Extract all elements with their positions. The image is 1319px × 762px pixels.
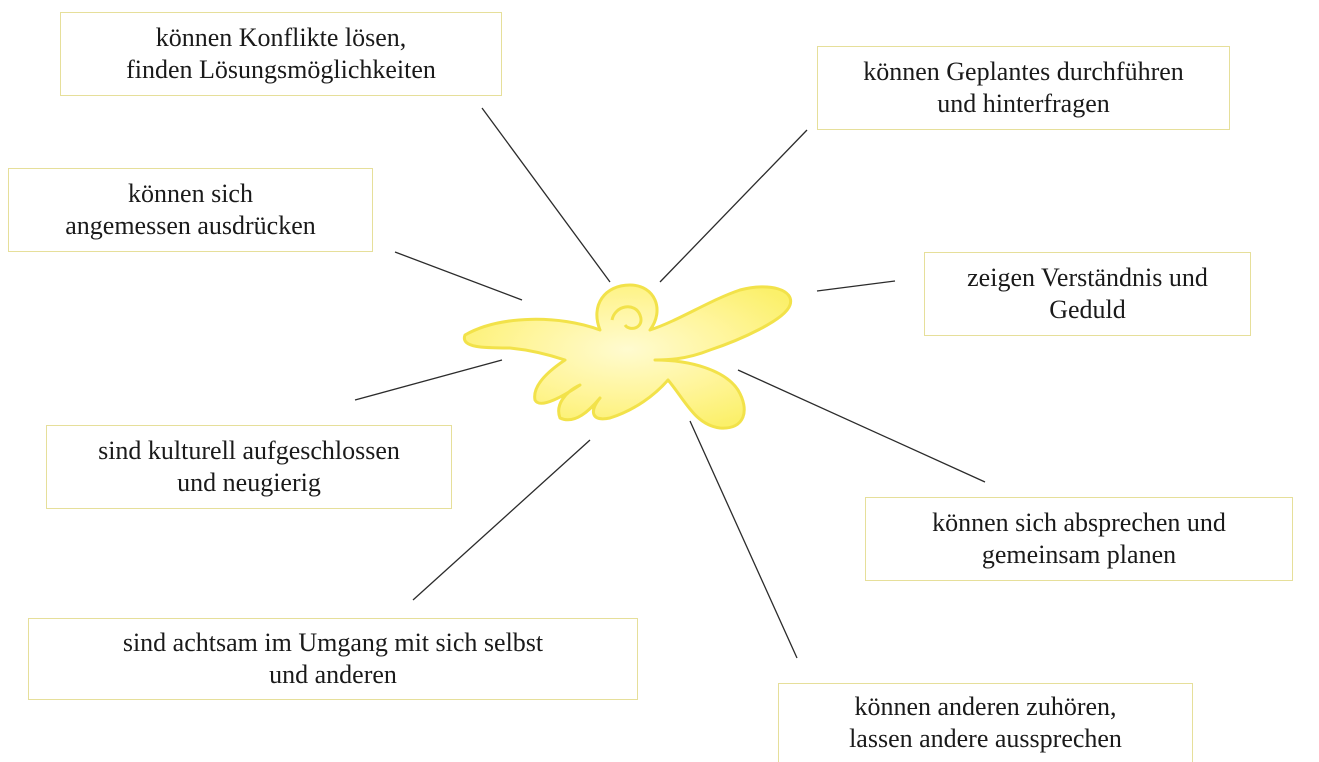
item-absprechen: können sich absprechen und gemeinsam pla…: [865, 497, 1293, 581]
item-ausdruecken: können sich angemessen ausdrücken: [8, 168, 373, 252]
connector-line-konflikte: [482, 108, 610, 282]
item-geplantes: können Geplantes durchführen und hinterf…: [817, 46, 1230, 130]
item-absprechen-line-2: gemeinsam planen: [982, 539, 1176, 571]
item-verstaendnis-line-1: zeigen Verständnis und: [967, 262, 1208, 294]
connector-line-verstaendnis: [817, 281, 895, 291]
item-konflikte-line-1: können Konflikte lösen,: [156, 22, 407, 54]
item-achtsam: sind achtsam im Umgang mit sich selbst u…: [28, 618, 638, 700]
item-achtsam-line-1: sind achtsam im Umgang mit sich selbst: [123, 627, 543, 659]
item-kulturell-line-1: sind kulturell aufgeschlossen: [98, 435, 400, 467]
item-verstaendnis: zeigen Verständnis und Geduld: [924, 252, 1251, 336]
item-geplantes-line-2: und hinterfragen: [937, 88, 1110, 120]
item-zuhoeren-line-2: lassen andere aussprechen: [849, 723, 1122, 755]
item-achtsam-line-2: und anderen: [269, 659, 397, 691]
item-ausdruecken-line-2: angemessen ausdrücken: [65, 210, 316, 242]
item-zuhoeren: können anderen zuhören, lassen andere au…: [778, 683, 1193, 762]
item-zuhoeren-line-1: können anderen zuhören,: [854, 691, 1116, 723]
item-kulturell-line-2: und neugierig: [177, 467, 321, 499]
item-konflikte-line-2: finden Lösungsmöglichkeiten: [126, 54, 436, 86]
item-absprechen-line-1: können sich absprechen und: [932, 507, 1226, 539]
item-verstaendnis-line-2: Geduld: [1049, 294, 1126, 326]
item-kulturell: sind kulturell aufgeschlossen und neugie…: [46, 425, 452, 509]
flower-blob-icon: [440, 260, 820, 450]
item-ausdruecken-line-1: können sich: [128, 178, 253, 210]
item-konflikte: können Konflikte lösen, finden Lösungsmö…: [60, 12, 502, 96]
item-geplantes-line-1: können Geplantes durchführen: [863, 56, 1184, 88]
connector-line-zuhoeren: [690, 421, 797, 658]
